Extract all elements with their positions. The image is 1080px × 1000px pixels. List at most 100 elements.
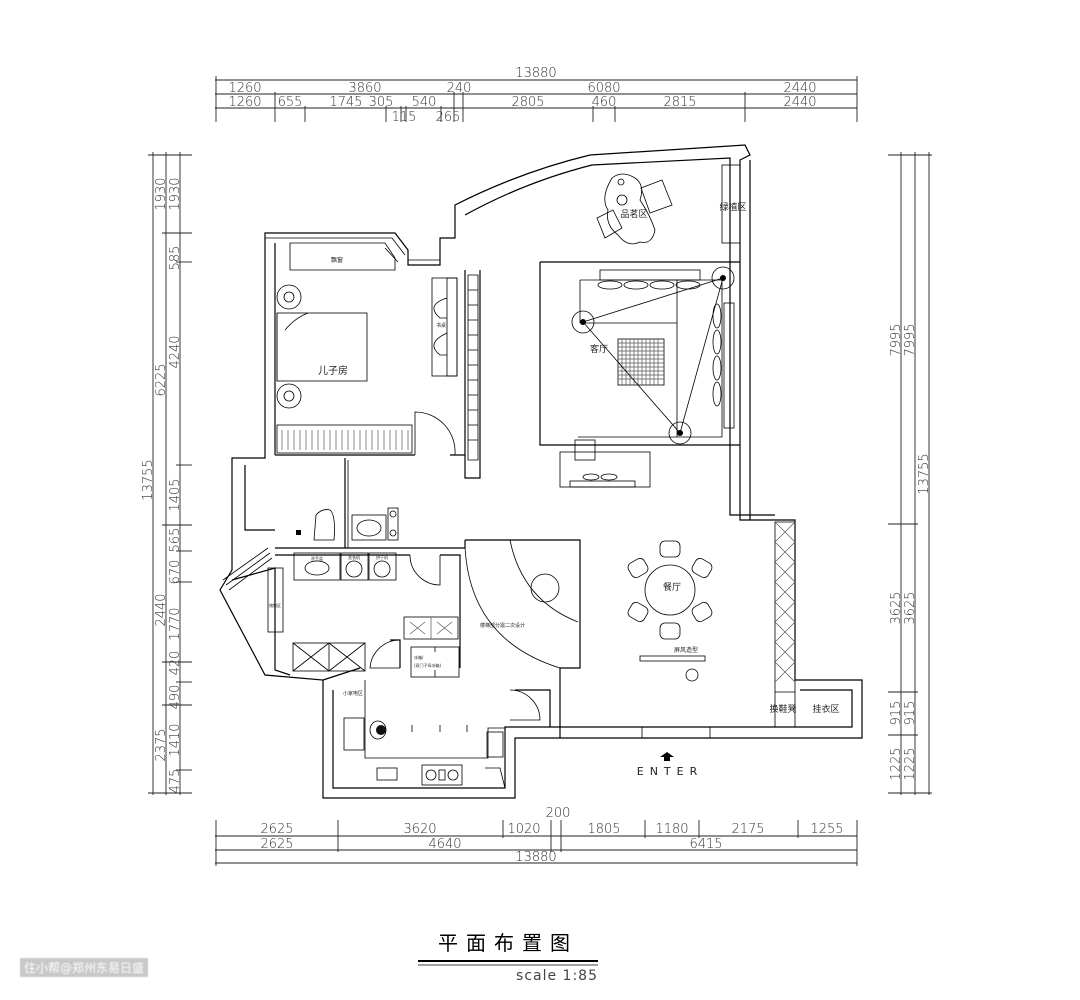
dim-label: 6415	[689, 837, 722, 852]
dim-label: 1805	[587, 822, 620, 837]
dim-label: 1225	[889, 747, 904, 780]
dim-label: 1405	[168, 478, 183, 511]
living-room: 客厅	[559, 266, 735, 488]
dim-label: 6080	[587, 81, 620, 96]
small-appliance-label: 小家电区	[343, 690, 363, 697]
dining-chairs	[627, 540, 713, 640]
dim-label: 3860	[348, 81, 381, 96]
shoe-bench-label: 换鞋凳	[769, 703, 796, 715]
entrance-label: ENTER	[637, 765, 704, 778]
staircase-area: 楼梯部分需二次设计	[464, 539, 579, 669]
screen-label: 屏风造型	[674, 646, 698, 654]
entrance-arrow-icon	[660, 752, 674, 761]
lamp-icon	[668, 421, 692, 445]
fridge-note: (双门子母冰箱)	[414, 662, 442, 668]
dim-label: 2440	[783, 95, 816, 110]
dim-label: 2805	[511, 95, 544, 110]
dim-label: 2625	[260, 822, 293, 837]
laundry-area: 洗手盆 洗衣机 烘干机 储物区 冰箱/ (双门子母冰箱)	[222, 547, 460, 678]
door-swing	[414, 411, 456, 456]
washer-icon	[340, 552, 369, 581]
dim-label: 200	[546, 806, 571, 821]
basin-cabinet	[293, 552, 341, 581]
interior-walls	[275, 261, 740, 738]
planter	[721, 164, 741, 244]
dim-label: 2625	[260, 837, 293, 852]
dim-label: 2375	[154, 728, 169, 761]
right-dimension-chain: 7995 3625 915 1225 7995 3625 915 1225 13…	[888, 152, 932, 795]
dim-label: 240	[447, 81, 472, 96]
dim-label: 4640	[428, 837, 461, 852]
dim-label: 1020	[507, 822, 540, 837]
dim-label: 420	[168, 651, 183, 676]
dim-label: 265	[436, 110, 461, 125]
dim-label: 1255	[810, 822, 843, 837]
fridge-label: 冰箱/	[414, 654, 424, 660]
dim-label: 565	[168, 528, 183, 553]
son-room-label: 儿子房	[318, 364, 348, 377]
kitchen: 小家电区	[343, 680, 541, 789]
dim-label: 1930	[154, 177, 169, 210]
dim-label: 1930	[168, 177, 183, 210]
lamp-icon	[571, 310, 595, 334]
dim-bottom-total: 13880	[515, 850, 556, 865]
lamp-icon	[711, 266, 735, 290]
bathroom	[296, 460, 399, 548]
sink-icon	[343, 717, 365, 751]
dim-label: 585	[168, 246, 183, 271]
son-room: 儿子房 书桌	[276, 274, 479, 461]
dim-label: 4240	[168, 335, 183, 368]
door-swing	[409, 554, 441, 586]
dim-label: 475	[168, 769, 183, 794]
stove-icon	[421, 764, 463, 786]
dim-label: 490	[168, 685, 183, 710]
dryer-label: 烘干机	[376, 554, 388, 560]
entrance: ENTER	[637, 727, 711, 778]
dryer-icon	[368, 552, 397, 581]
storage-cabinet	[267, 567, 284, 633]
dim-label: 915	[889, 701, 904, 726]
top-dimension-chain: 13880 1260 3860 240 6080 2440 1260 655 1…	[215, 66, 858, 125]
dim-label: 2175	[731, 822, 764, 837]
dim-label: 2440	[154, 593, 169, 626]
lattice-partition	[774, 521, 796, 693]
bottom-dimension-chain: 2625 3620 1020 200 1805 1180 2175 1255 2…	[215, 806, 858, 866]
dim-label: 7995	[903, 323, 918, 356]
bay-window-label: 飘窗	[331, 256, 343, 264]
dim-label: 2815	[663, 95, 696, 110]
washbasin-icon	[351, 514, 387, 541]
living-room-label: 客厅	[590, 343, 608, 355]
dim-label: 3625	[903, 591, 918, 624]
tv-cabinet	[559, 451, 651, 488]
lighting-triangle	[582, 277, 724, 434]
left-dimension-chain: 13755 1930 6225 2440 2375 1930 585 4240 …	[141, 152, 192, 795]
plant-area-label: 绿植区	[719, 201, 746, 213]
coat-area-label: 挂衣区	[812, 703, 839, 715]
dim-top-total: 13880	[515, 66, 556, 81]
dim-label: 1410	[168, 723, 183, 756]
drawing-scale: scale 1:85	[516, 968, 598, 984]
stairs-note: 楼梯部分需二次设计	[480, 622, 525, 629]
dim-label: 1225	[903, 747, 918, 780]
dim-label: 305	[369, 95, 394, 110]
dim-left-total: 13755	[141, 459, 156, 500]
title-block: 平面布置图 scale 1:85	[418, 931, 598, 984]
dim-label: 460	[592, 95, 617, 110]
dim-label: 1180	[655, 822, 688, 837]
tea-area: 品茗区 绿植区	[596, 164, 747, 245]
screen-partition	[639, 655, 706, 662]
washer-label: 洗衣机	[348, 554, 360, 560]
armchair	[640, 179, 673, 214]
dim-label: 670	[168, 560, 183, 585]
storage-label: 储物区	[269, 602, 281, 608]
dining-room: 餐厅 屏风造型 换鞋凳 挂衣区	[627, 521, 840, 727]
dim-label: 2440	[783, 81, 816, 96]
basin-label: 洗手盆	[311, 555, 323, 561]
dim-label: 1745	[329, 95, 362, 110]
drawing-title: 平面布置图	[438, 931, 578, 955]
dim-label: 7995	[889, 323, 904, 356]
dim-label: 655	[278, 95, 303, 110]
dim-right-total: 13755	[917, 453, 932, 494]
desk-label: 书桌	[436, 322, 446, 329]
